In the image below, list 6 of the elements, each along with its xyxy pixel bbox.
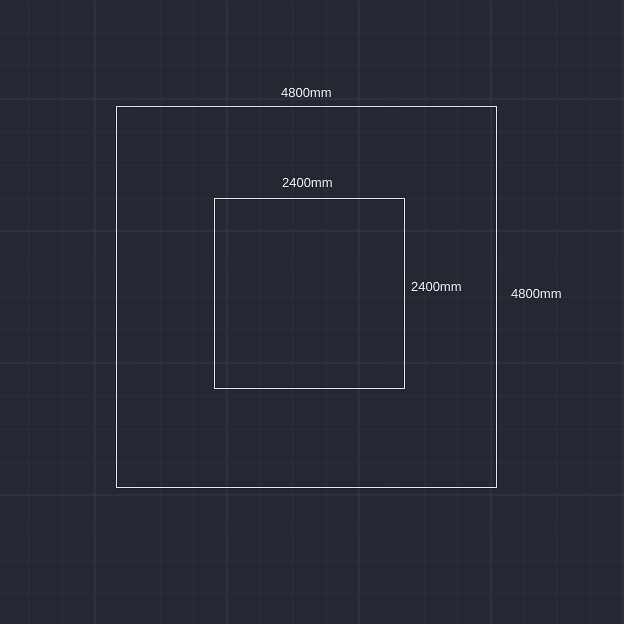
outline-rectangle [214,198,405,389]
outline-rectangle [116,106,497,488]
dimension-text: 4800mm [281,85,332,100]
dimension-text: 2400mm [282,175,333,190]
dimension-text: 4800mm [511,286,562,301]
dimension-text: 2400mm [411,279,462,294]
